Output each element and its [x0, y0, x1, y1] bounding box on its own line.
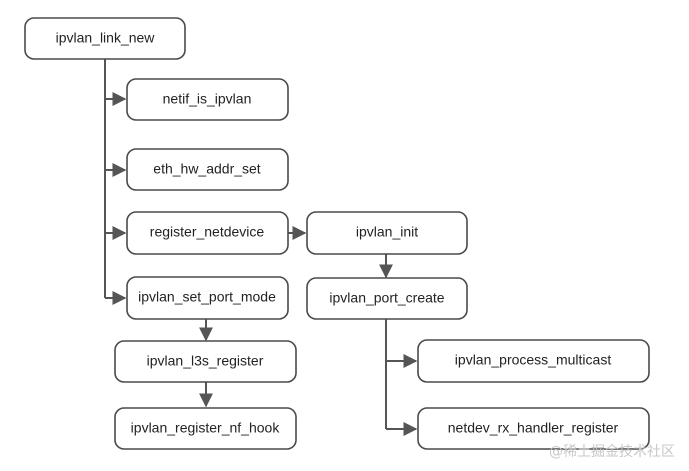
node-ipvlan-set-port-mode: ipvlan_set_port_mode	[126, 276, 289, 320]
node-ipvlan-l3s-register: ipvlan_l3s_register	[114, 340, 297, 383]
node-label: ipvlan_init	[356, 224, 418, 240]
node-label: ipvlan_register_nf_hook	[131, 420, 281, 436]
node-netif-is-ipvlan: netif_is_ipvlan	[126, 78, 289, 121]
watermark: @稀土掘金技术社区	[549, 444, 675, 460]
node-label: ipvlan_link_new	[56, 30, 156, 46]
node-label: ipvlan_process_multicast	[455, 352, 612, 368]
node-label: register_netdevice	[150, 224, 265, 240]
node-ipvlan-link-new: ipvlan_link_new	[24, 17, 186, 60]
edges	[104, 59, 418, 436]
node-label: ipvlan_port_create	[329, 290, 444, 306]
node-ipvlan-process-multicast: ipvlan_process_multicast	[417, 339, 650, 383]
node-netdev-rx-handler-register: netdev_rx_handler_register	[417, 407, 650, 450]
node-ipvlan-port-create: ipvlan_port_create	[306, 277, 468, 320]
node-label: netif_is_ipvlan	[163, 91, 252, 107]
node-label: ipvlan_set_port_mode	[138, 289, 276, 305]
node-ipvlan-init: ipvlan_init	[306, 211, 468, 255]
node-register-netdevice: register_netdevice	[126, 211, 289, 255]
node-ipvlan-register-nf-hook: ipvlan_register_nf_hook	[114, 407, 297, 450]
node-eth-hw-addr-set: eth_hw_addr_set	[126, 148, 289, 191]
node-label: netdev_rx_handler_register	[448, 420, 619, 436]
node-label: ipvlan_l3s_register	[147, 353, 264, 369]
node-label: eth_hw_addr_set	[153, 161, 261, 177]
